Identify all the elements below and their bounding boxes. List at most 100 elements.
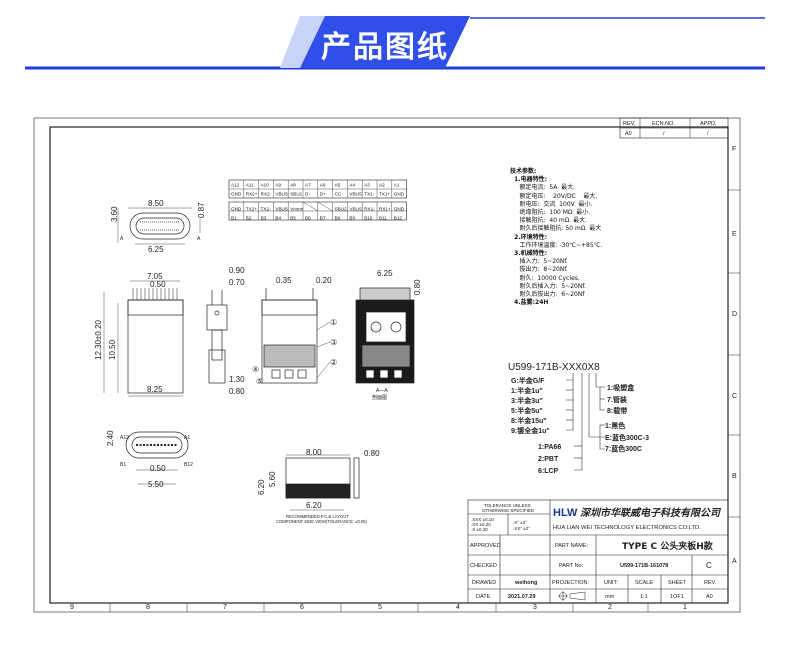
front-view	[103, 280, 184, 397]
pin-cell: A8	[290, 183, 296, 188]
rev-header: REV.	[623, 121, 636, 127]
tech-param-line: 额定电压: 20V/DC 最大.	[510, 192, 598, 200]
pin-cell: GND	[394, 207, 405, 212]
option: 7.管装	[607, 395, 627, 404]
tech-param-line: 4.盐雾:24H	[510, 299, 549, 307]
row-label: E	[732, 231, 737, 238]
tolerance-value: .X° ±3°	[513, 520, 527, 525]
side-view	[206, 290, 228, 384]
pin-cell: A7	[305, 183, 311, 188]
callout: ③	[330, 338, 337, 347]
pin-cell: A11	[246, 183, 254, 188]
column-label: 4	[456, 604, 460, 611]
part-code-tree: U599-171B-XXX0X8 G:半金G/F 1:半金1u" 3:半金3u"…	[508, 362, 649, 475]
dim-label: 7.05	[147, 272, 163, 281]
tech-param-line: 接触阻抗: 40 mΩ 最大.	[510, 217, 588, 225]
dim-label: 8.50	[148, 199, 164, 208]
pin-cell: SBU1	[290, 192, 302, 197]
tech-param-line: 耐久后插入力: 5~20Nf.	[510, 282, 586, 290]
dim-label: 0.87	[197, 202, 206, 218]
pin-cell: B8	[335, 216, 341, 221]
section-marker: A	[197, 236, 201, 242]
callout: ④	[252, 365, 259, 374]
company-name-en: HUA LIAN WEI TECHNOLOGY ELECTRONICS CO;L…	[553, 525, 701, 531]
pin-cell: CC	[335, 192, 342, 197]
dim-label: 0.80	[364, 449, 380, 458]
revision-block: REV. ECN.NO. APPD. A0 / /	[619, 117, 729, 139]
dim-label: 5.60	[268, 471, 277, 487]
pin-cell: A5	[335, 183, 341, 188]
tech-param-line: 耐久后拔出力: 6~20Nf	[510, 291, 585, 299]
technical-parameters: 技术参数: 1.电器特性: 额定电流: 5A 最大. 额定电压: 20V/DC …	[510, 168, 602, 307]
option: 8:载带	[607, 406, 627, 415]
row-label: D	[732, 311, 737, 318]
pin-cell: B1	[231, 216, 237, 221]
dim-label: 0.80	[413, 279, 422, 295]
option: 9:镀全金1u"	[511, 426, 550, 435]
section-label: 剖面图	[372, 394, 387, 401]
pin-cell: B4	[275, 216, 281, 221]
column-label: 2	[608, 604, 612, 611]
rev-value: A0	[706, 594, 713, 600]
pin-cell: RX1-	[364, 207, 375, 212]
company-name-cn: 深圳市华联威电子科技有限公司	[580, 507, 722, 519]
part-no-label: PART No:	[559, 563, 584, 569]
dim-label: 5.50	[148, 480, 164, 489]
column-label: 1	[683, 604, 687, 611]
dim-label: 6.25	[148, 245, 164, 254]
option: 2:PBT	[538, 456, 559, 463]
pin-cell: B6	[305, 216, 311, 221]
dim-label: 3.60	[110, 206, 119, 222]
date-label: DATE	[476, 594, 491, 600]
banner-decoration	[25, 16, 765, 70]
callout: ②	[330, 358, 337, 367]
rev-value: A0	[625, 131, 632, 137]
dim-label: 8.25	[147, 385, 163, 394]
unit-value: mm	[605, 594, 615, 600]
tech-param-line: 工作环境温度: -30℃~+85℃.	[510, 241, 603, 249]
appd-header: APPD.	[700, 121, 717, 127]
projection-symbol-icon	[558, 591, 586, 601]
option: 1:吸塑盒	[607, 383, 635, 392]
pin-cell: B11	[379, 216, 387, 221]
pin-label: A12	[120, 435, 129, 441]
ecn-header: ECN.NO.	[652, 121, 675, 127]
dim-label: 8.00	[306, 448, 322, 457]
title-block-text: TOLERANCE UNLESS OTHERWISE SPECIFIED .XX…	[470, 503, 722, 601]
sheet-value: 1OF1	[670, 594, 684, 600]
tolerance-value: .XX° ±2°	[513, 526, 530, 531]
grid-labels: 9 8 7 6 5 4 3 2 1 F E D C B A	[70, 146, 737, 611]
pin-cell: Vconn	[290, 207, 303, 212]
column-label: 7	[223, 604, 227, 611]
column-label: 5	[378, 604, 382, 611]
option: 5:半金5u"	[511, 406, 543, 415]
section-marker: A	[120, 236, 124, 242]
tech-param-line: 额定电流: 5A 最大.	[510, 184, 576, 192]
pin-cell: B9	[349, 216, 355, 221]
pin-cell: A3	[364, 183, 370, 188]
pin-cell: D+	[320, 192, 326, 197]
pin-cell: B5	[290, 216, 296, 221]
date-value: 2021.07.29	[508, 594, 536, 600]
dim-label: 1.30	[229, 375, 245, 384]
section-view	[355, 287, 415, 384]
option: 7:蓝色300C	[605, 444, 642, 453]
pin-cell: B3	[261, 216, 267, 221]
option: 8:半金15u"	[511, 416, 547, 425]
dim-label: 0.50	[150, 464, 166, 473]
tech-param-line: 技术参数:	[510, 168, 537, 175]
scale-value: 1:1	[640, 594, 648, 600]
pin-cell: VBUS	[349, 192, 362, 197]
column-label: 8	[146, 604, 150, 611]
pin-cell: A4	[349, 183, 355, 188]
option: G:半金G/F	[511, 376, 545, 385]
unit-label: UNIT:	[604, 580, 618, 586]
option: 1:半金1u"	[511, 386, 543, 395]
dim-label: 10.50	[108, 339, 117, 360]
option: 1:PA66	[538, 444, 561, 451]
dim-label: 0.50	[150, 280, 166, 289]
pin-cell: A6	[320, 183, 326, 188]
pin-cell: A12	[231, 183, 240, 188]
dim-label: 0.20	[316, 276, 332, 285]
pin-label: B12	[184, 462, 193, 468]
